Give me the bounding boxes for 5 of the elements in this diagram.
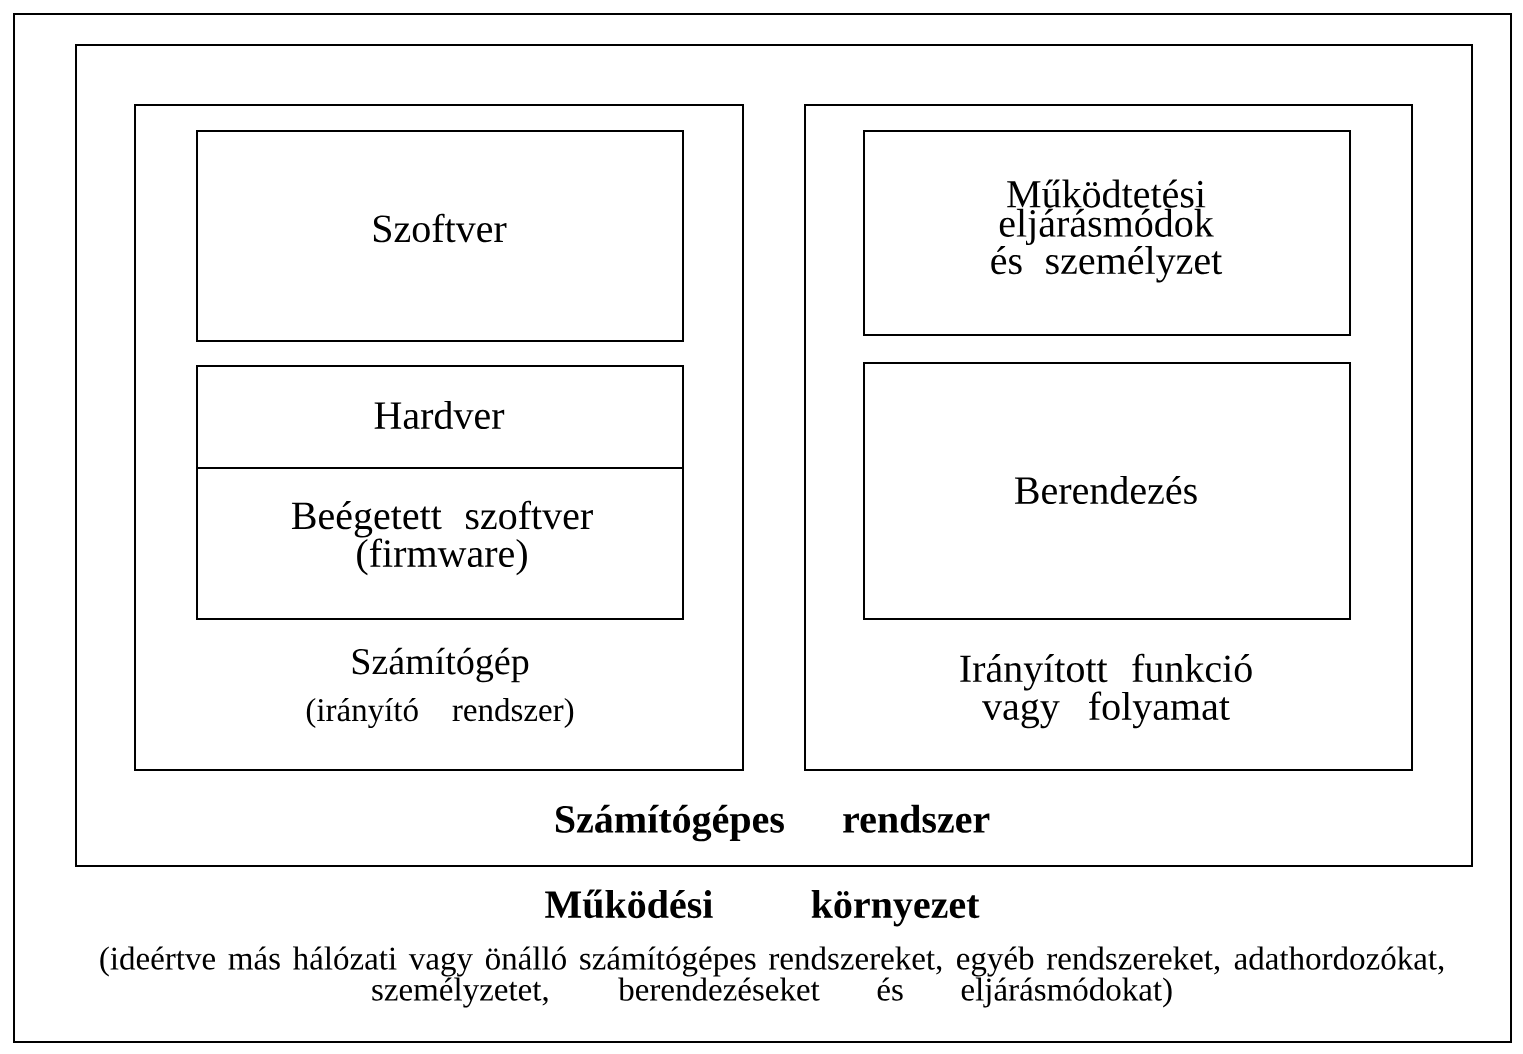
procedures-box: Működtetési eljárásmódok és személyzet — [863, 130, 1351, 336]
hardware-box: Hardver — [196, 365, 684, 469]
equipment-box: Berendezés — [863, 362, 1351, 620]
firmware-box: Beégetett szoftver (firmware) — [196, 467, 684, 620]
software-box: Szoftver — [196, 130, 684, 342]
